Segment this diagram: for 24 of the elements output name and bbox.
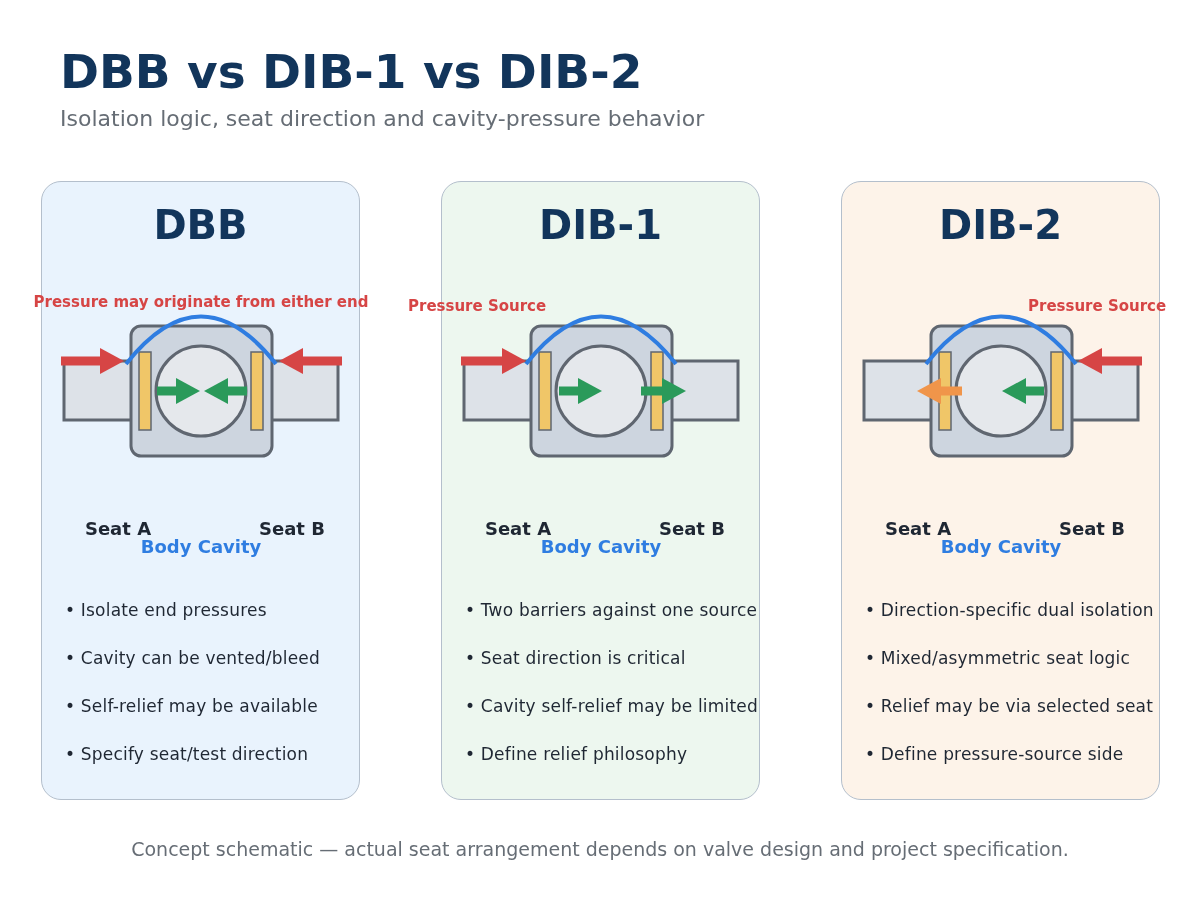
pressure-label: Pressure Source: [1028, 297, 1167, 315]
pressure-label: Pressure Source: [408, 297, 547, 315]
bullet-item: • Cavity self-relief may be limited: [465, 696, 758, 716]
seat-label: Seat B: [259, 517, 325, 539]
bullet-item: • Two barriers against one source: [465, 600, 758, 620]
subtitle: Isolation logic, seat direction and cavity-pressure behavior: [60, 106, 705, 131]
title: DBB vs DIB-1 vs DIB-2: [60, 44, 643, 99]
bullet-item: • Seat direction is critical: [465, 648, 686, 668]
bullet-item: • Define relief philosophy: [465, 744, 688, 764]
bullet-item: • Isolate end pressures: [65, 600, 267, 620]
bullet-item: • Direction-specific dual isolation: [865, 600, 1154, 620]
bullet-item: • Specify seat/test direction: [65, 744, 309, 764]
bullet-item: • Cavity can be vented/bleed: [65, 648, 320, 668]
seat-label: Seat B: [1059, 517, 1125, 539]
seat-label: Seat B: [659, 517, 725, 539]
card-heading: DIB-2: [938, 202, 1063, 248]
bullet-item: • Self-relief may be available: [65, 696, 318, 716]
card-heading: DIB-1: [538, 202, 663, 248]
bullet-item: • Define pressure-source side: [865, 744, 1124, 764]
bullet-item: • Mixed/asymmetric seat logic: [865, 648, 1130, 668]
bullet-item: • Relief may be via selected seat: [865, 696, 1154, 716]
caption: Concept schematic — actual seat arrangement depends on valve design and project specification.: [130, 838, 1070, 860]
card-heading: DBB: [152, 202, 249, 248]
pressure-label: Pressure may originate from either end: [33, 293, 369, 311]
